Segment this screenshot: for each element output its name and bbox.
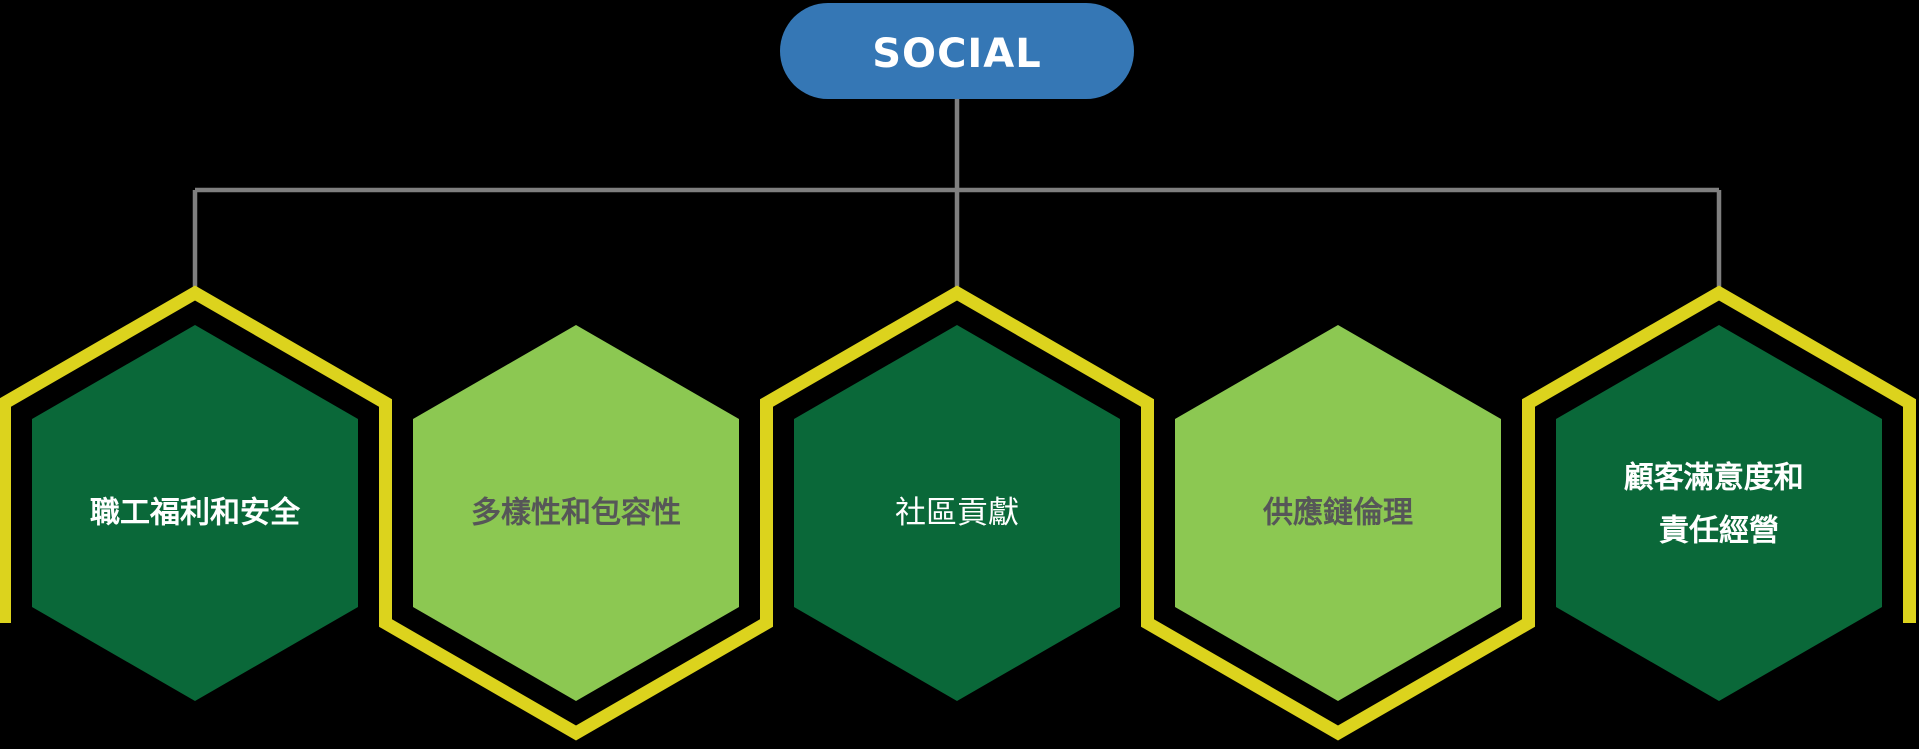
social-root-node-label: SOCIAL (872, 31, 1042, 77)
hexagon-diversity-label: 多樣性和包容性 (471, 496, 681, 531)
hexagon-community (794, 325, 1120, 701)
social-root-node (780, 3, 1134, 99)
hexagon-supply-chain-label: 供應鏈倫理 (1262, 496, 1413, 531)
honeycomb-outline-chain (0, 285, 1916, 741)
hexagon-worker-welfare (32, 325, 358, 701)
hexagon-diversity (413, 325, 739, 701)
hexagon-customer-satisfaction-label-line1: 顧客滿意度和 (1624, 461, 1804, 496)
hexagon-worker-welfare-label: 職工福利和安全 (90, 496, 301, 531)
hexagon-customer-satisfaction-label-line2: 責任經營 (1659, 514, 1779, 549)
hexagon-customer-satisfaction (1556, 325, 1882, 701)
hexagon-customer-satisfaction-label: 顧客滿意度和 責任經營 (1624, 451, 1814, 549)
connector-lines (192, 99, 1722, 289)
hexagon-community-label: 社區貢獻 (895, 495, 1019, 531)
hexagon-supply-chain (1175, 325, 1501, 701)
